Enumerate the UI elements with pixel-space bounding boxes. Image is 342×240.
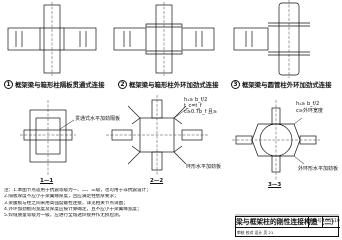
detail-3-drawing [233,0,310,78]
caption-3-text: 框架梁与圆管柱外环加劲式连接 [242,81,332,89]
atlas-label: 图集号 [308,217,323,228]
note-line: 5.焊缝质量等级为一级，应进行全熔透焊接并作无损检测。 [4,213,124,219]
leader-lines [59,107,305,165]
caption-2-text: 框架梁与箱形柱外环加劲式连接 [129,81,219,89]
section-label-2-2: 2—2 [150,178,164,184]
caption-1-number: 1 [4,80,13,89]
note-line: 4.外环加劲板的宽度及厚度应按计算确定，且不应小于梁翼缘宽度； [4,206,142,212]
annotation-ring-thickness: t_c=t_f [184,103,202,109]
signature-row: 审核 校对 设计 页 21 [237,230,274,235]
note-line: 注：1.本图节点适用于抗震等级为一、二、三级，也可用于非抗震设计； [4,188,151,193]
caption-2: 2 框架梁与箱形柱外环加劲式连接 [118,80,218,89]
caption-1: 1 框架梁与箱形柱隔板贯通式连接 [4,80,104,89]
caption-3-number: 3 [231,80,240,89]
title-block: 梁与框架柱的刚性连接构造（二） 图集号 16G519 审核 校对 设计 页 21 [235,216,340,237]
section-2-2-drawing [106,95,208,176]
annotation-ring-extent: c≥0.7b_f 且≥ [184,109,218,115]
notes-block: 注：1.本图节点适用于抗震等级为一、二、三级，也可用于非抗震设计； 2.隔板厚度… [4,188,234,219]
note-line: 3.梁腹板与柱之间采用高强度螺栓连接，详见相关节点详图； [4,200,128,206]
section-3-3-drawing [232,100,320,180]
drawing-title: 梁与框架柱的刚性连接构造（二） [236,217,338,228]
annotation-ring-outer: c≥外环宽度 [296,108,323,114]
annotation-through-diaphragm: 贯通式水平加劲隔板 [75,116,121,122]
section-label-1-1: 1—1 [40,178,54,184]
annotation-outer-ring-plate: 外环形水平加劲板 [298,166,339,172]
annotation-ring-width-2: h₁≥ b_f/2 [296,101,320,107]
detail-1-drawing [7,2,97,76]
detail-2-drawing [113,2,215,76]
caption-2-number: 2 [118,80,127,89]
caption-1-text: 框架梁与箱形柱隔板贯通式连接 [15,81,105,89]
note-line: 2.隔板厚度不应小于梁翼缘厚度，且应满足柱壁厚要求； [4,194,119,200]
section-label-3-3: 3—3 [268,182,282,188]
annotation-ring-plate: 环形水平加劲板 [186,164,222,170]
atlas-number: 16G519 [322,217,340,228]
section-1-1-drawing [20,100,76,176]
annotation-ring-width-1: h₁≥ b_f/2 [184,97,208,103]
caption-3: 3 框架梁与圆管柱外环加劲式连接 [231,80,331,89]
